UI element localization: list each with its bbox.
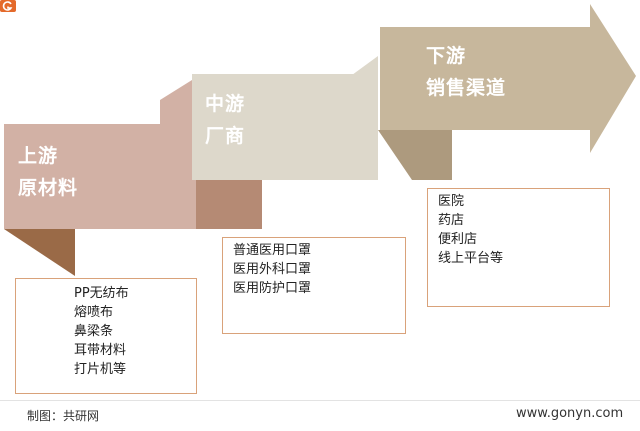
midstream-to-downstream-band xyxy=(352,56,378,75)
list-item: 便利店 xyxy=(438,232,478,247)
list-item: 药店 xyxy=(438,213,465,228)
downstream-title-line2: 销售渠道 xyxy=(426,77,507,99)
website-url: www.gonyn.com xyxy=(516,406,624,421)
upstream-title-line2: 原材料 xyxy=(18,177,79,199)
downstream-list: 医院 药店 便利店 线上平台等 xyxy=(427,188,610,307)
upstream-box xyxy=(4,124,196,229)
downstream-title-line1: 下游 xyxy=(426,45,467,67)
list-item: 鼻梁条 xyxy=(74,324,114,339)
source-credit: 制图：共研网 xyxy=(27,409,100,423)
upstream-shade xyxy=(192,180,262,229)
list-item: 医用防护口罩 xyxy=(233,281,312,296)
list-item: 熔喷布 xyxy=(74,305,114,320)
midstream-list: 普通医用口罩 医用外科口罩 医用防护口罩 xyxy=(222,237,406,334)
list-item: 打片机等 xyxy=(74,362,127,377)
upstream-fold xyxy=(4,229,75,276)
footer-divider xyxy=(0,400,640,401)
list-item: 线上平台等 xyxy=(438,251,504,266)
midstream-title: 中游 厂商 xyxy=(205,88,245,152)
upstream-to-midstream-band xyxy=(160,80,192,124)
gonyn-logo-icon xyxy=(0,0,16,12)
list-item: 医院 xyxy=(438,194,465,209)
midstream-title-line2: 厂商 xyxy=(205,125,246,147)
downstream-arrow xyxy=(380,4,636,153)
midstream-title-line1: 中游 xyxy=(205,93,246,115)
list-item: PP无纺布 xyxy=(74,286,129,301)
upstream-list: PP无纺布 熔喷布 鼻梁条 耳带材料 打片机等 xyxy=(15,278,197,394)
midstream-box xyxy=(192,74,378,180)
upstream-title-line1: 上游 xyxy=(18,145,59,167)
list-item: 普通医用口罩 xyxy=(233,243,312,258)
midstream-fold xyxy=(378,130,452,180)
list-item: 医用外科口罩 xyxy=(233,262,312,277)
list-item: 耳带材料 xyxy=(74,343,127,358)
upstream-title: 上游 原材料 xyxy=(18,140,78,204)
downstream-title: 下游 销售渠道 xyxy=(426,40,506,104)
